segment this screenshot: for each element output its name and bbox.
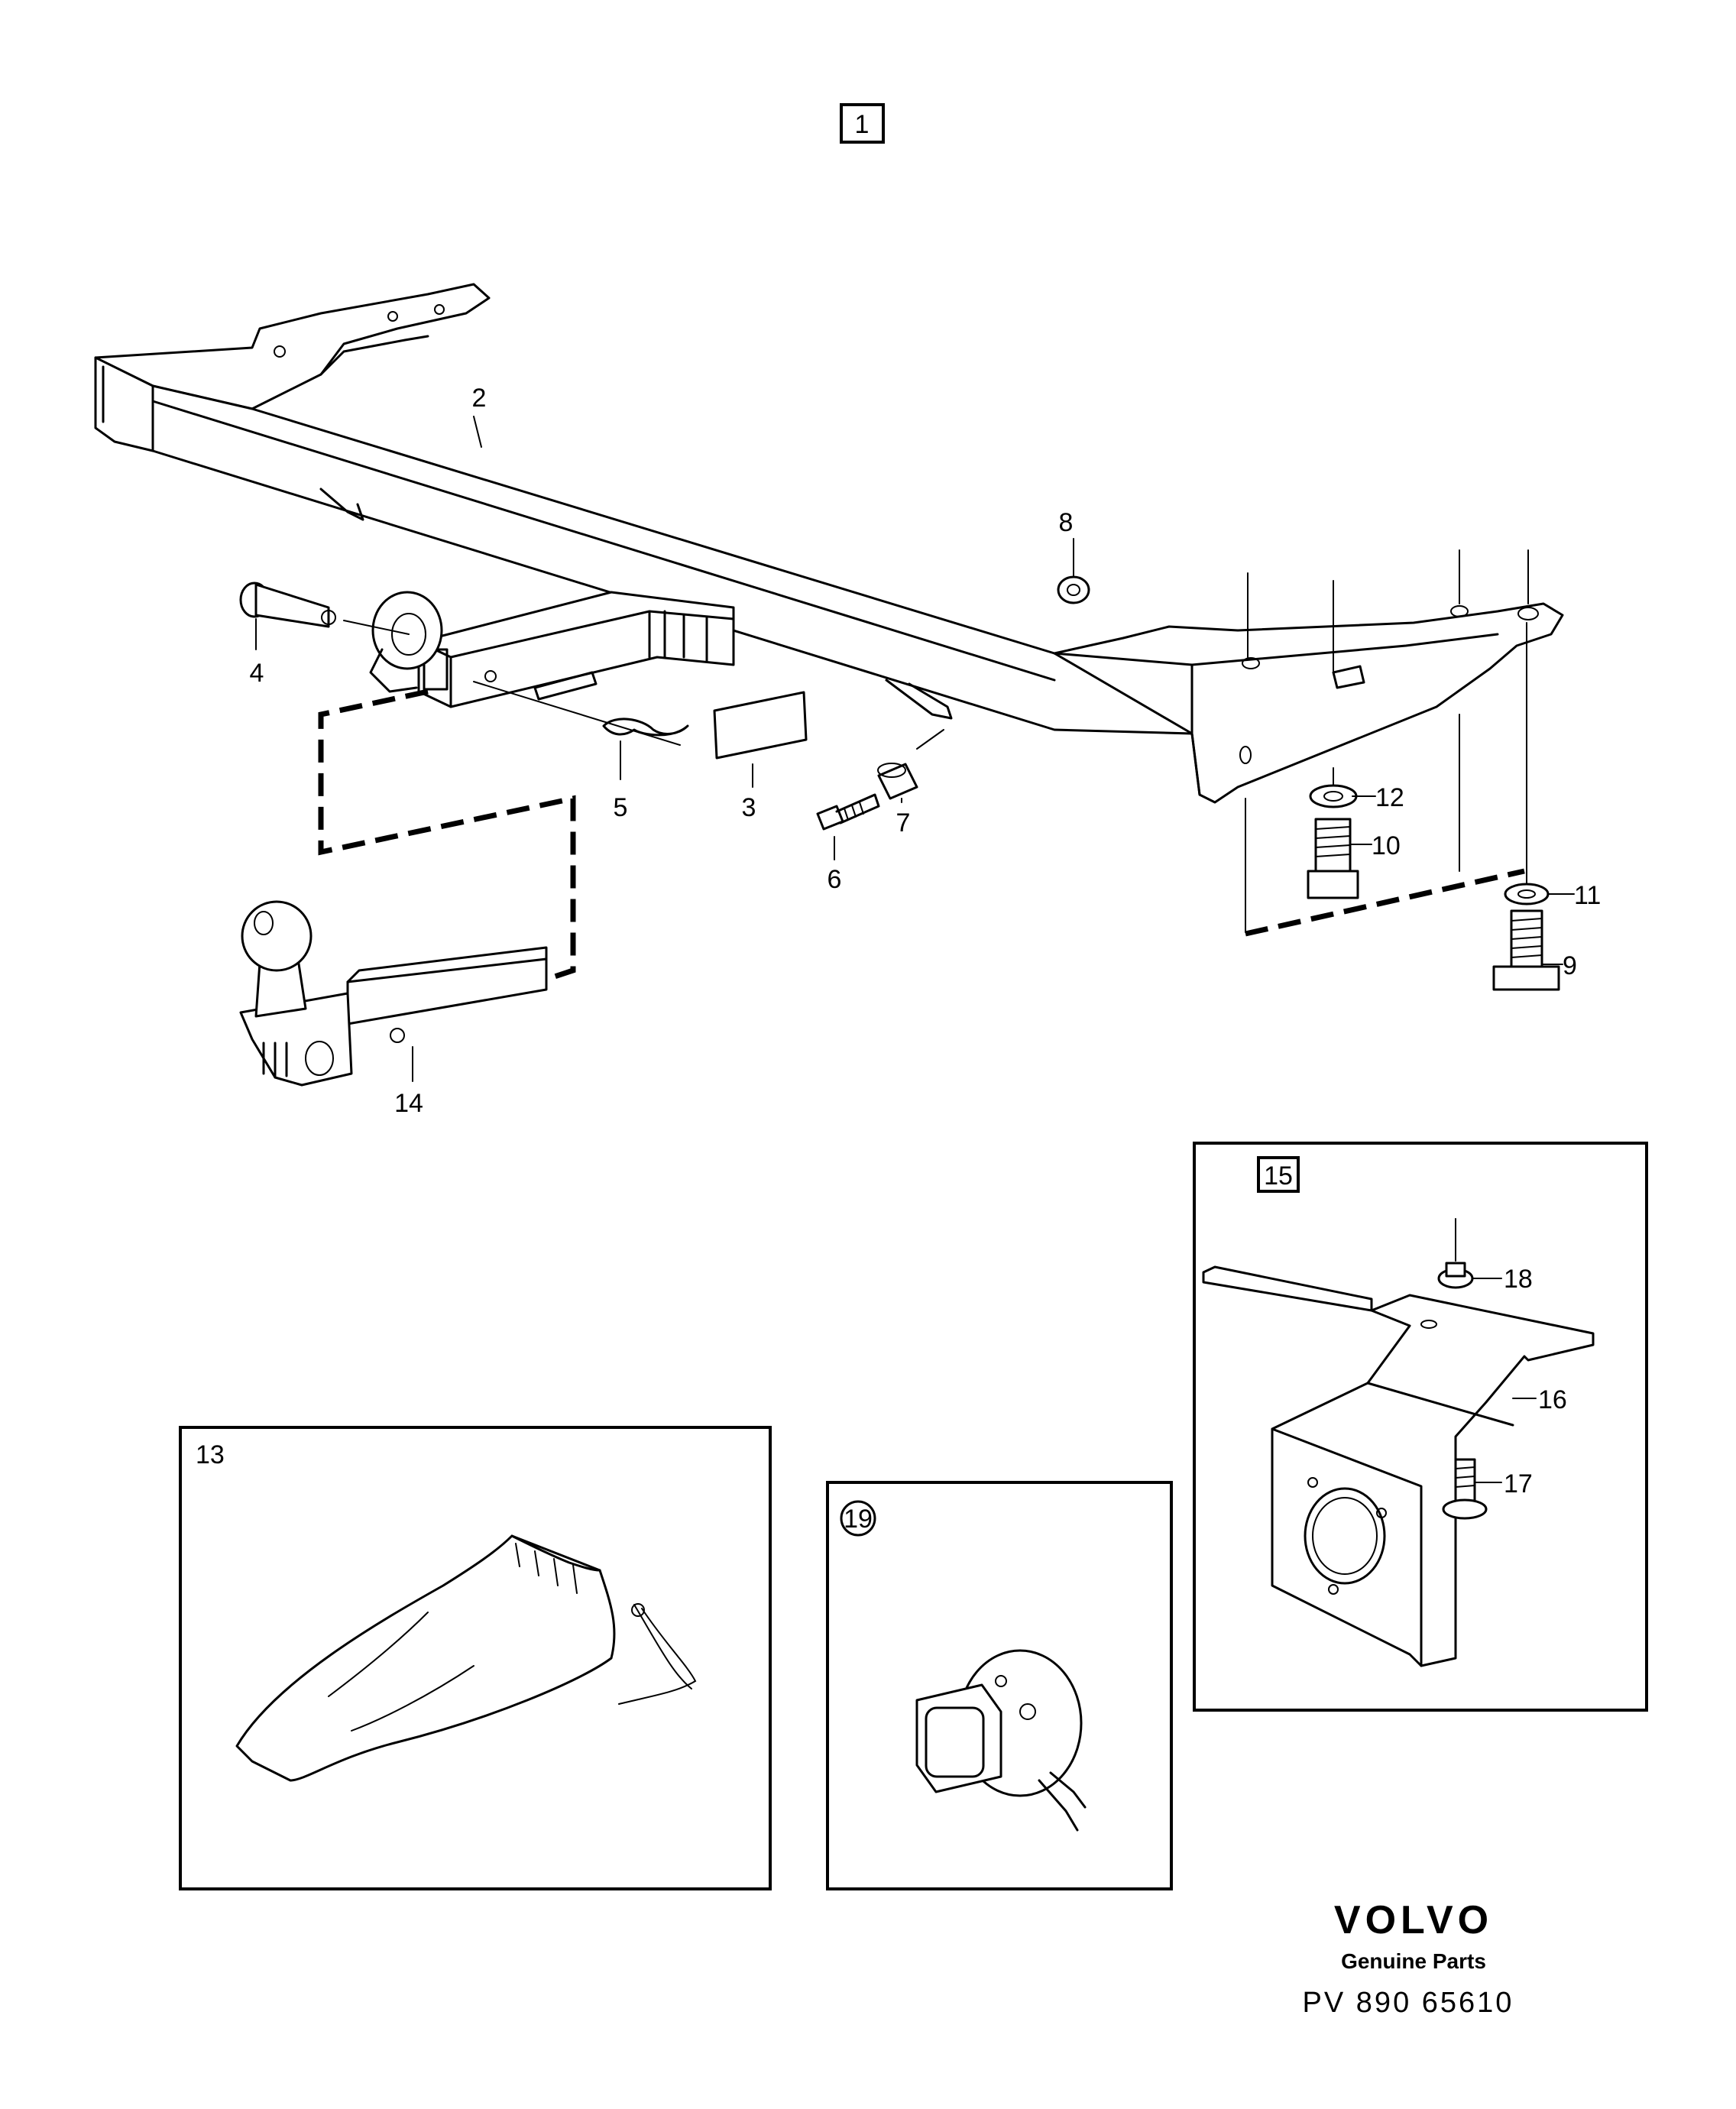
inset-19-label: 19	[844, 1505, 873, 1534]
callout-4: 4	[250, 659, 264, 688]
callout-3: 3	[742, 793, 756, 822]
callout-9: 9	[1563, 951, 1577, 980]
group-label: 1	[855, 110, 870, 139]
volvo-branding: VOLVO Genuine Parts PV 890 65610	[1303, 1898, 1514, 2019]
callout-2: 2	[472, 384, 487, 413]
part-7-spacer	[877, 729, 944, 800]
callout-5: 5	[614, 793, 628, 822]
part-4-locking-pin	[239, 582, 410, 635]
callout-14: 14	[394, 1089, 423, 1118]
callout-10: 10	[1372, 831, 1401, 860]
inset-19-electrical-socket: 19	[826, 1481, 1173, 1890]
callout-16: 16	[1538, 1385, 1567, 1414]
part-10-bolt	[1307, 818, 1359, 899]
group-label-box: 1	[840, 103, 885, 144]
inset-15-label: 15	[1264, 1161, 1293, 1191]
assembly-dashed-lines	[318, 688, 1525, 981]
part-14-ball-mount	[239, 900, 548, 1087]
inset-13-cover-bag: 13	[179, 1426, 772, 1890]
callout-12: 12	[1375, 783, 1404, 812]
volvo-logo: VOLVO	[1334, 1898, 1493, 1942]
towbar-crossbar	[94, 283, 1564, 804]
fastener-guide-lines	[1245, 549, 1529, 933]
part-3-plate	[713, 691, 808, 760]
callout-leader-lines	[255, 416, 1575, 1082]
callout-8: 8	[1059, 508, 1074, 537]
part-5-spring-clip	[473, 681, 689, 746]
part-6-bolt	[816, 793, 880, 831]
part-9-bolt	[1492, 909, 1560, 991]
part-8-nut	[1057, 538, 1090, 604]
part-11-washer	[1504, 883, 1550, 905]
inset-15-socket-bracket: 15 18 16 17	[1193, 1142, 1648, 1712]
callout-17: 17	[1504, 1469, 1533, 1498]
callout-11: 11	[1574, 881, 1601, 910]
callout-7: 7	[896, 808, 911, 837]
callout-6: 6	[828, 865, 842, 894]
inset-13-label: 13	[196, 1440, 225, 1469]
genuine-parts-text: Genuine Parts	[1341, 1949, 1486, 1973]
part-catalog-code: PV 890 65610	[1303, 1987, 1514, 2019]
callout-18: 18	[1504, 1265, 1533, 1294]
part-12-washer	[1309, 784, 1358, 808]
callout-labels: 2 3 4 5 6 7 8 9 10 11 12 14	[250, 384, 1602, 1118]
